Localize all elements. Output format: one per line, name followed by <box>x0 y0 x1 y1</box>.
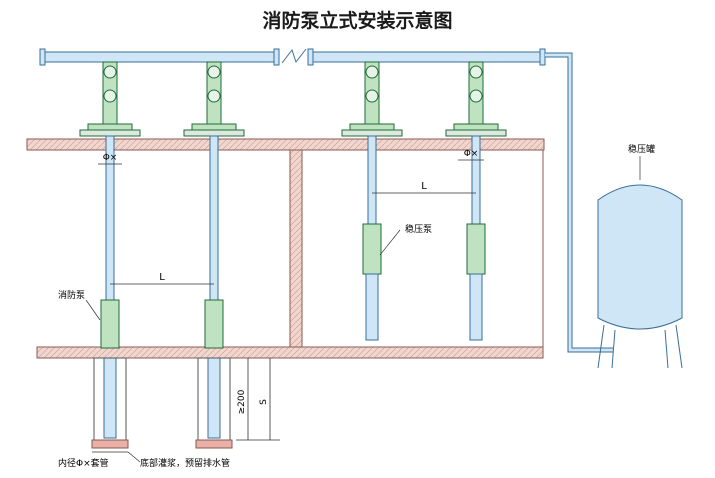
dim-200-label: ≥200 <box>237 389 247 414</box>
tank-label: 稳压罐 <box>628 143 655 155</box>
center-wall <box>289 149 303 348</box>
right-pump-1 <box>341 61 403 341</box>
dim-label-d-right2: Φ× <box>464 149 479 159</box>
pit-left-1 <box>91 357 129 449</box>
pump-left-label: 消防泵 <box>58 289 85 301</box>
upper-slab <box>26 138 545 151</box>
header-pipe-right <box>307 48 546 66</box>
header-pipe-left <box>39 48 280 66</box>
note-pit-label: 底部灌浆，预留排水管 <box>140 457 230 469</box>
dim-depth-label: S <box>259 399 269 405</box>
leader-lines <box>85 156 641 463</box>
right-pump-2 <box>445 61 507 341</box>
lower-slab <box>36 346 544 359</box>
break-mark <box>281 48 307 64</box>
pressure-tank <box>597 184 683 369</box>
pit-left-2 <box>195 357 233 449</box>
spacing-label-lower: L <box>159 272 165 283</box>
left-pump-2 <box>183 61 245 439</box>
left-pump-1 <box>79 61 141 439</box>
diagram-title: 消防泵立式安装示意图 <box>262 10 453 32</box>
dimension-lines <box>92 159 484 453</box>
pump-right-label: 稳压泵 <box>405 223 432 235</box>
dim-label-d-left1: Φ× <box>103 153 118 163</box>
note-pipe-label: 内径Φ×套管 <box>58 457 109 469</box>
spacing-label-upper: L <box>421 181 427 192</box>
